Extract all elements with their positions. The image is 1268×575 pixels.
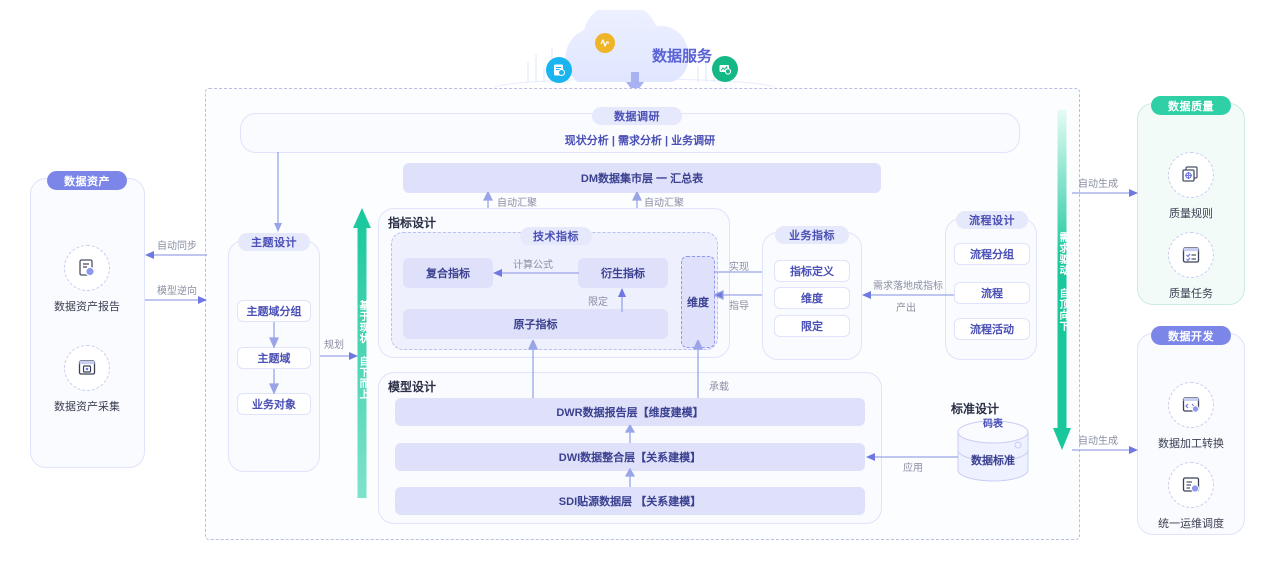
asset-panel-title: 数据资产 [47, 171, 127, 190]
business-item-2[interactable]: 限定 [774, 315, 850, 337]
model-layer-1[interactable]: DWI数据整合层【关系建模】 [395, 443, 865, 471]
theme-design-title: 主题设计 [238, 233, 310, 251]
guide-label: 指导 [729, 301, 749, 312]
asset-panel [30, 178, 145, 468]
auto-sync-label: 自动同步 [157, 241, 197, 252]
aggregate-label-1: 自动汇聚 [497, 198, 537, 209]
model-layer-arrows [624, 425, 636, 487]
image-icon [712, 56, 738, 82]
business-item-1[interactable]: 维度 [774, 287, 850, 309]
formula-arrow [493, 269, 579, 277]
realize-label: 实现 [729, 262, 749, 273]
pulse-icon [595, 33, 615, 53]
plan-arrow [320, 352, 358, 360]
quality-auto-arrow [1072, 189, 1138, 197]
code-transform-icon [1168, 382, 1214, 428]
process-edge-line2: 产出 [896, 303, 916, 314]
business-indicator-title: 业务指标 [775, 226, 849, 244]
dm-layer-box: DM数据集市层 一 汇总表 [403, 163, 881, 193]
asset-collect-label: 数据资产采集 [54, 401, 120, 413]
limit-label: 限定 [588, 297, 608, 308]
theme-item-0[interactable]: 主题域分组 [237, 300, 311, 322]
standard-cylinder [957, 420, 1029, 482]
ops-schedule-label: 统一运维调度 [1158, 518, 1224, 530]
asset-report-label: 数据资产报告 [54, 301, 120, 313]
tech-indicator-pill: 技术指标 [520, 227, 592, 245]
quality-panel-title: 数据质量 [1151, 96, 1231, 115]
theme-internal-arrows [268, 322, 280, 395]
quality-task-icon [1168, 232, 1214, 278]
model-to-indicator-arrows [527, 340, 704, 398]
asset-collect-icon [64, 345, 110, 391]
model-reverse-label: 模型逆向 [157, 286, 197, 297]
formula-label: 计算公式 [513, 260, 553, 271]
model-layer-0[interactable]: DWR数据报告层【维度建模】 [395, 398, 865, 426]
process-design-title: 流程设计 [956, 211, 1028, 229]
bottom-up-arrow-text: 基于现状 自下而上 [357, 300, 368, 400]
research-title: 数据调研 [592, 107, 682, 125]
atomic-indicator-box[interactable]: 原子指标 [403, 309, 668, 339]
asset-report-icon [64, 245, 110, 291]
limit-arrow [618, 288, 626, 312]
standard-design-title: 标准设计 [950, 402, 999, 416]
process-edge-line1: 需求落地成指标 [873, 281, 943, 292]
model-reverse-arrow [145, 296, 207, 304]
cloud-title: 数据服务 [651, 48, 712, 65]
dev-auto-arrow [1072, 446, 1138, 454]
dev-panel-title: 数据开发 [1151, 326, 1231, 345]
model-design-title: 模型设计 [388, 380, 437, 394]
derived-indicator-box[interactable]: 衍生指标 [578, 258, 668, 288]
ops-schedule-icon [1168, 462, 1214, 508]
dev-edge-label: 自动生成 [1078, 436, 1118, 447]
apply-label: 应用 [903, 463, 923, 474]
plan-label: 规划 [324, 340, 344, 351]
research-theme-arrow [274, 152, 282, 232]
business-item-0[interactable]: 指标定义 [774, 260, 850, 282]
auto-sync-arrow [145, 251, 207, 259]
cylinder-top-label: 码表 [983, 419, 1003, 430]
quality-task-label: 质量任务 [1169, 288, 1213, 300]
process-item-0[interactable]: 流程分组 [954, 243, 1030, 265]
report-icon [546, 57, 572, 83]
composite-indicator-box[interactable]: 复合指标 [403, 258, 493, 288]
indicator-design-title: 指标设计 [388, 216, 437, 230]
quality-rule-icon [1168, 152, 1214, 198]
dimension-box[interactable]: 维度 [681, 256, 715, 348]
carry-label: 承载 [709, 382, 729, 393]
model-layer-2[interactable]: SDI贴源数据层 【关系建模】 [395, 487, 865, 515]
top-down-arrow [1053, 110, 1071, 450]
bottom-up-arrow [353, 208, 371, 498]
cylinder-body-label: 数据标准 [971, 455, 1015, 467]
code-transform-label: 数据加工转换 [1158, 438, 1224, 450]
apply-arrow [866, 453, 958, 461]
quality-edge-label: 自动生成 [1078, 179, 1118, 190]
quality-rule-label: 质量规则 [1169, 208, 1213, 220]
top-down-arrow-text: 需求驱动 自顶向下 [1057, 232, 1068, 332]
aggregate-label-2: 自动汇聚 [644, 198, 684, 209]
research-subtitle: 现状分析 | 需求分析 | 业务调研 [564, 135, 716, 147]
process-item-1[interactable]: 流程 [954, 282, 1030, 304]
process-item-2[interactable]: 流程活动 [954, 318, 1030, 340]
process-to-business-arrow [862, 291, 954, 299]
